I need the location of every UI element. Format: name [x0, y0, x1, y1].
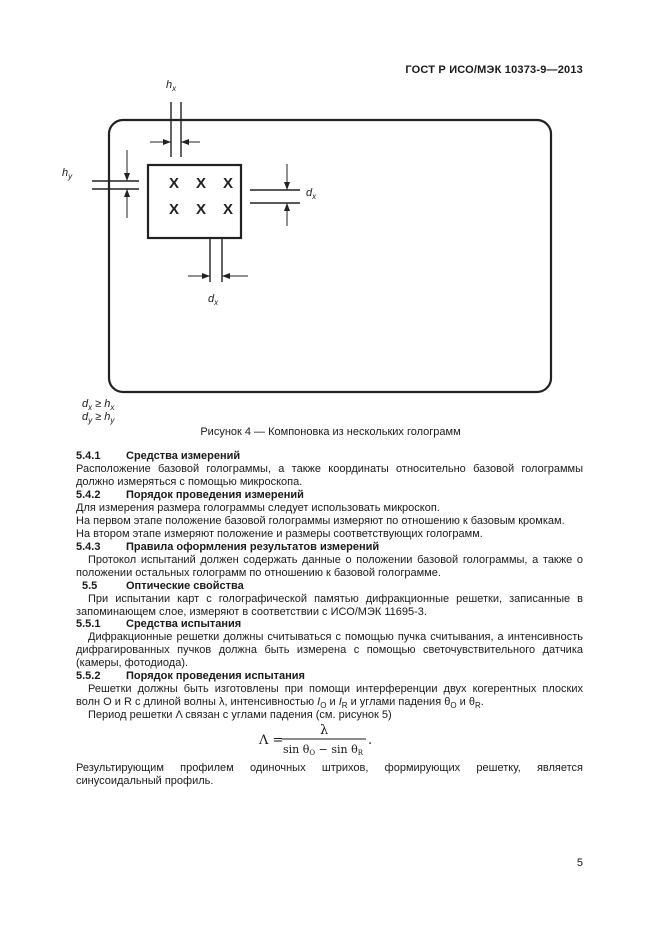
section-number-552: 5.5.2: [76, 670, 101, 682]
document-header: ГОСТ Р ИСО/МЭК 10373-9—2013: [405, 64, 583, 76]
section-title-551: Средства испытания: [126, 618, 242, 630]
section-number-542: 5.4.2: [76, 489, 101, 501]
mark-5: X: [196, 201, 206, 218]
section-title-552: Порядок проведения испытания: [126, 670, 305, 682]
condition-dx: dx ≥ hx: [82, 398, 115, 413]
section-number-541: 5.4.1: [76, 450, 101, 462]
section-title-543: Правила оформления результатов измерений: [126, 541, 380, 553]
paragraph-551: Дифракционные решетки должны считываться…: [76, 631, 583, 669]
paragraph-541: Расположение базовой голограммы, а также…: [76, 463, 583, 488]
mark-2: X: [196, 175, 206, 192]
paragraph-543: Протокол испытаний должен содержать данн…: [76, 554, 583, 579]
paragraph-542-3: На втором этапе измеряют положение и раз…: [76, 528, 483, 540]
paragraph-552-2: Период решетки Λ связан с углами падения…: [88, 709, 392, 721]
page-number: 5: [576, 857, 583, 869]
grating-period-formula: Λ = λ sin θO − sin θR .: [258, 723, 372, 757]
label-dx-right: dx: [306, 187, 317, 201]
paragraph-552-1: Решетки должны быть изготовлены при помо…: [76, 683, 583, 711]
section-number-55: 5.5: [82, 580, 98, 592]
section-title-542: Порядок проведения измерений: [126, 489, 304, 501]
formula-denominator: sin θO − sin θR: [283, 743, 364, 757]
section-number-543: 5.4.3: [76, 541, 101, 553]
figure-hologram-layout: X X X X X X hx hy dx dx: [62, 79, 553, 394]
mark-4: X: [169, 201, 179, 218]
paragraph-55: При испытании карт с голографической пам…: [76, 593, 583, 618]
mark-3: X: [223, 175, 233, 192]
label-hy: hy: [62, 167, 73, 181]
hologram-block: [146, 163, 243, 240]
paragraph-542-2: На первом этапе положение базовой гологр…: [76, 515, 565, 527]
figure-caption: Рисунок 4 — Компоновка из нескольких гол…: [200, 426, 461, 438]
mark-1: X: [169, 175, 179, 192]
paragraph-552-3: Результирующим профилем одиночных штрихо…: [76, 762, 583, 787]
paragraph-542-1: Для измерения размера голограммы следует…: [76, 502, 440, 514]
label-hx: hx: [166, 79, 177, 93]
label-dx-bottom: dx: [208, 293, 219, 307]
formula-end: .: [368, 733, 372, 748]
condition-dy: dy ≥ hy: [82, 411, 115, 426]
section-title-541: Средства измерений: [126, 450, 241, 462]
formula-lhs: Λ =: [258, 733, 283, 748]
section-number-551: 5.5.1: [76, 618, 101, 630]
mark-6: X: [223, 201, 233, 218]
card-outline: [107, 118, 553, 394]
section-title-55: Оптические свойства: [126, 580, 244, 592]
formula-numerator: λ: [320, 723, 328, 738]
